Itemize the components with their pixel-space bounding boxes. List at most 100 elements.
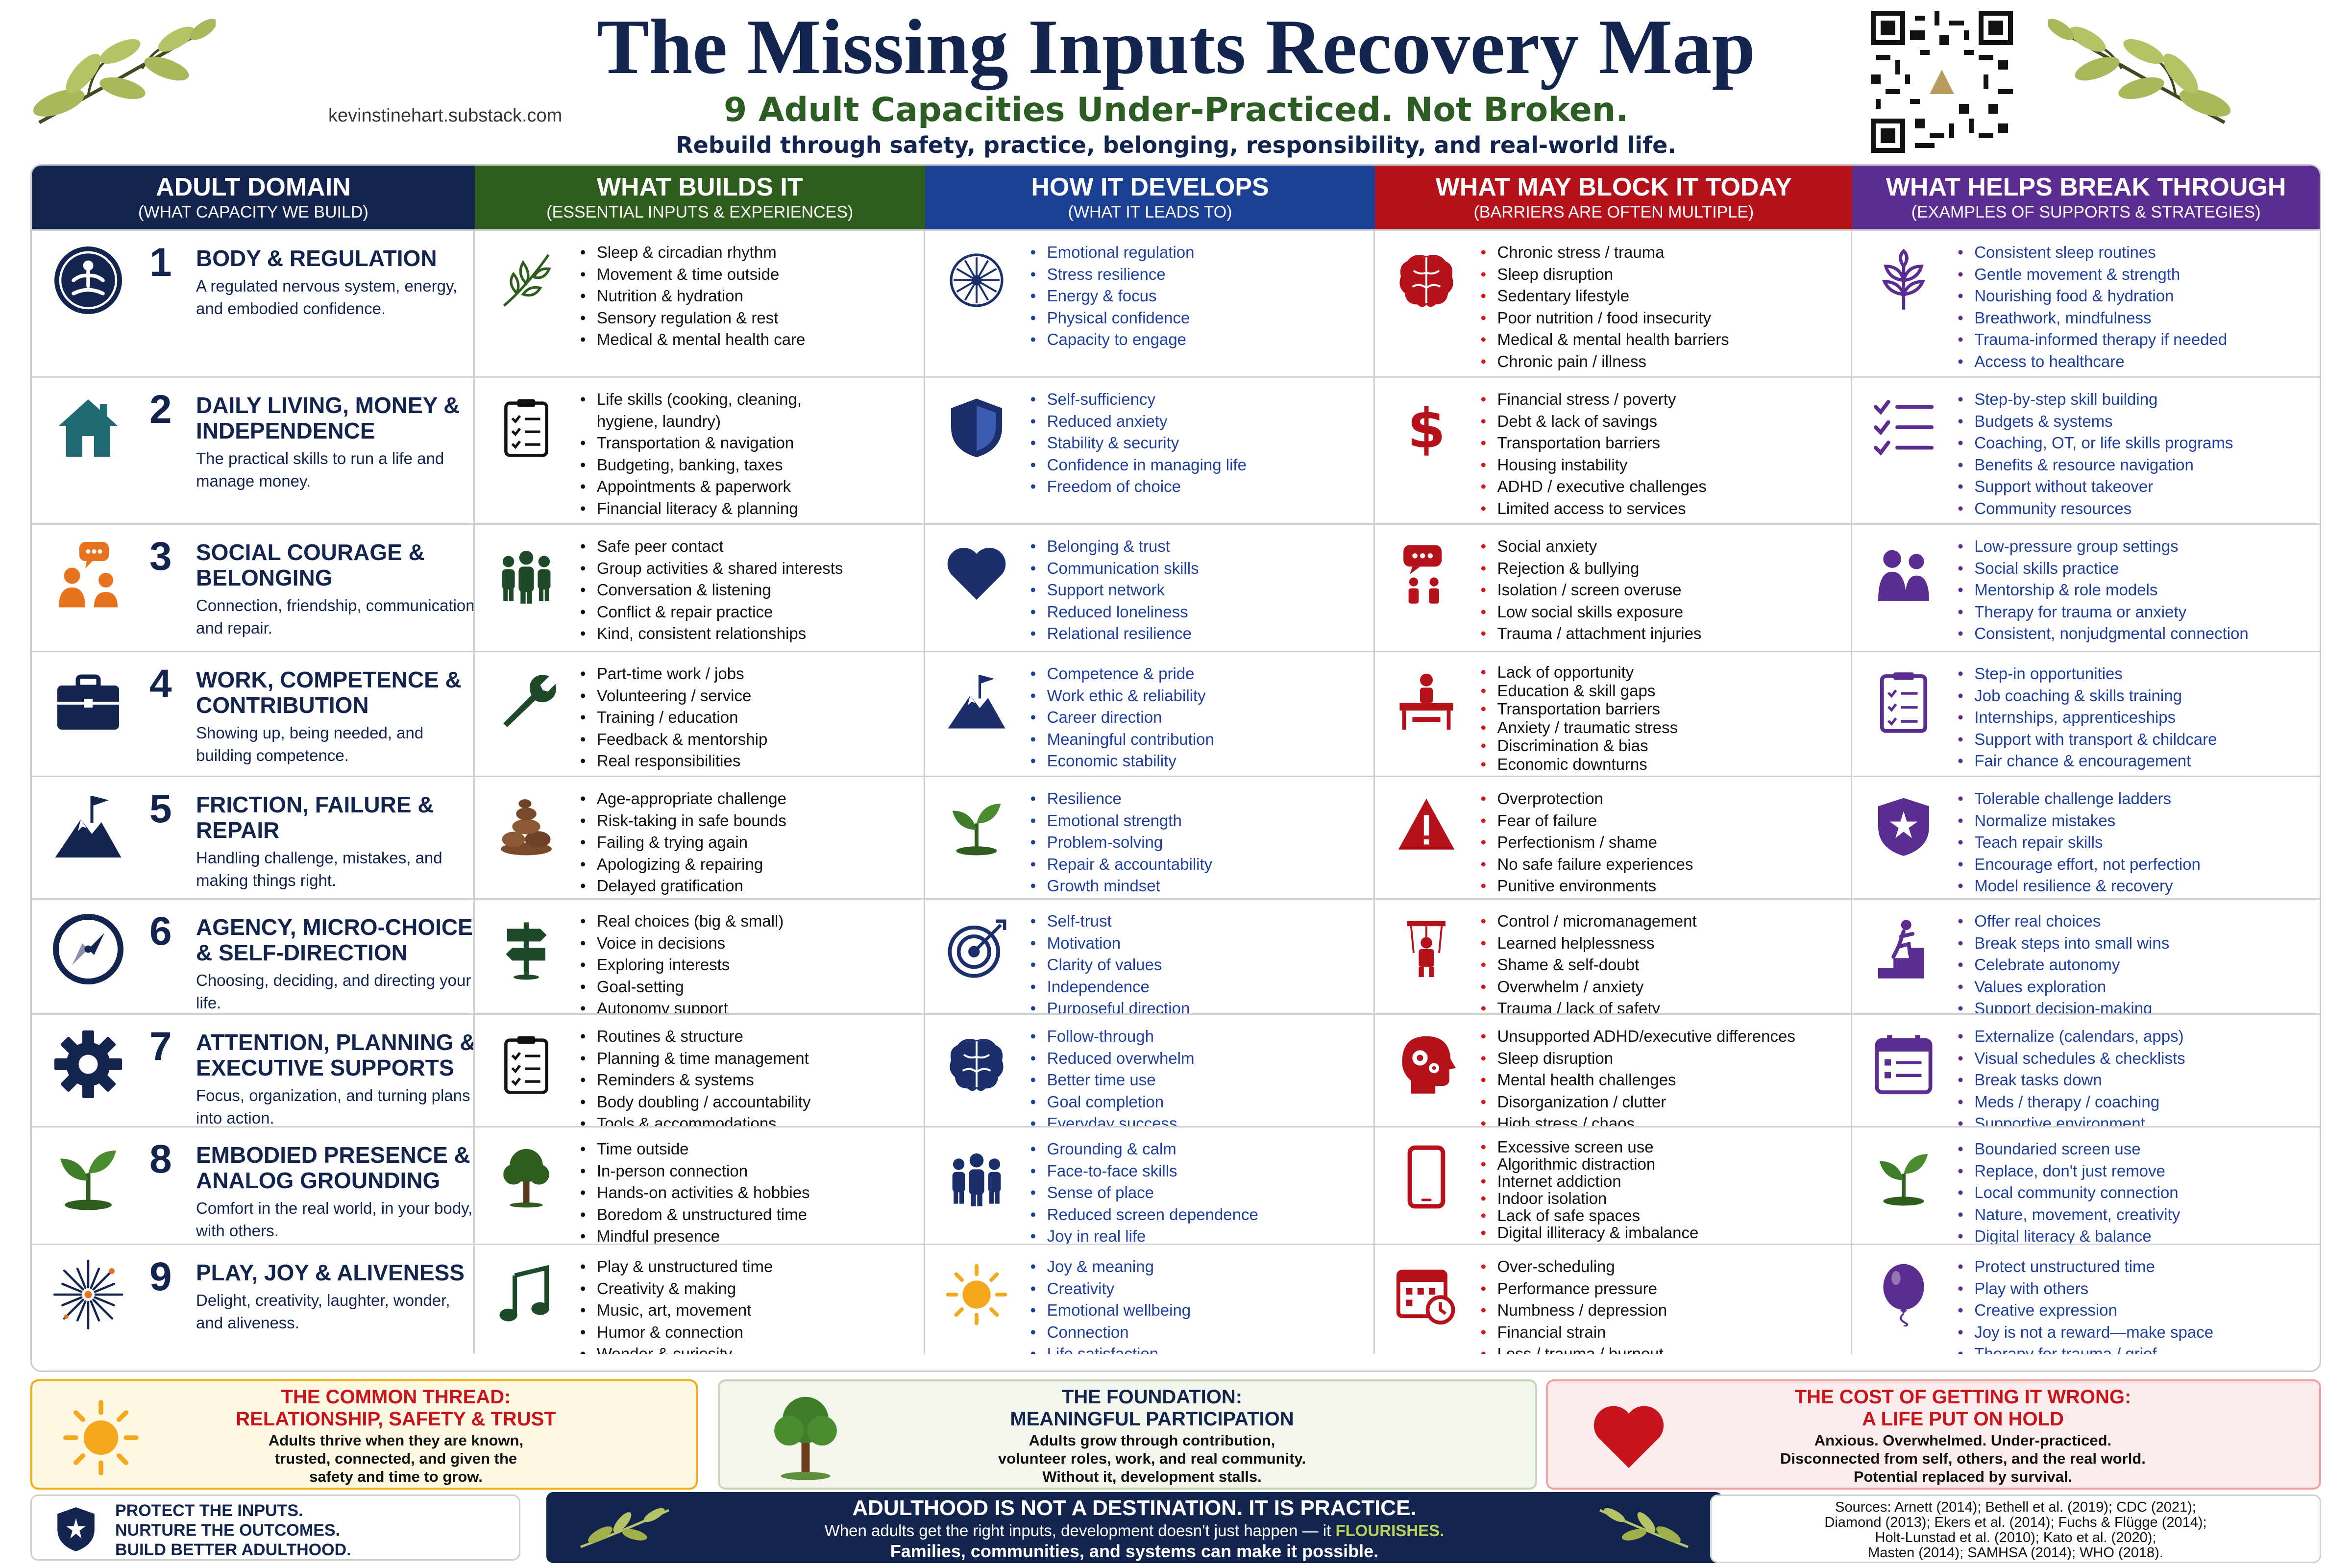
list-item: Autonomy support bbox=[580, 998, 919, 1013]
sprout-icon bbox=[945, 795, 1008, 858]
list-item: Financial stress / poverty bbox=[1480, 389, 1846, 411]
helps-cell: Step-in opportunitiesJob coaching & skil… bbox=[1852, 652, 2320, 776]
list-item: Real choices (big & small) bbox=[580, 910, 919, 932]
develops-cell: Follow-throughReduced overwhelmBetter ti… bbox=[925, 1015, 1375, 1126]
list-item: Tools & accommodations bbox=[580, 1113, 919, 1126]
list-item: Trauma-informed therapy if needed bbox=[1958, 329, 2315, 351]
list-item: Local community connection bbox=[1958, 1182, 2315, 1204]
list-item: Connection bbox=[1030, 1322, 1369, 1344]
list-item: Appointments & paperwork bbox=[580, 476, 919, 498]
helps-list: Low-pressure group settingsSocial skills… bbox=[1958, 536, 2315, 645]
list-item: Economic downturns bbox=[1480, 755, 1846, 774]
list-item: Mentorship & role models bbox=[1958, 579, 2315, 601]
list-item: Capacity to engage bbox=[1030, 329, 1369, 351]
thread-title-1: THE COMMON THREAD: bbox=[281, 1386, 511, 1408]
sources-line-3: Holt-Lunstad et al. (2010); Kato et al. … bbox=[1875, 1530, 2156, 1545]
table-row: 7 ATTENTION, PLANNING & EXECUTIVE SUPPOR… bbox=[32, 1013, 2320, 1126]
music-note-icon bbox=[494, 1263, 558, 1326]
list-item: Life skills (cooking, cleaning, bbox=[580, 389, 919, 411]
list-item: Values exploration bbox=[1958, 976, 2315, 998]
list-item: Support network bbox=[1030, 579, 1369, 601]
col-title: HOW IT DEVELOPS bbox=[1031, 173, 1269, 201]
builds-list: Age-appropriate challengeRisk-taking in … bbox=[580, 788, 919, 897]
list-item: Gentle movement & strength bbox=[1958, 264, 2315, 286]
column-headers: ADULT DOMAIN (WHAT CAPACITY WE BUILD) WH… bbox=[32, 166, 2320, 229]
list-item: Transportation & navigation bbox=[580, 432, 919, 454]
blocks-list: Unsupported ADHD/executive differencesSl… bbox=[1480, 1026, 1846, 1126]
list-item: Therapy for trauma or anxiety bbox=[1958, 601, 2315, 623]
helps-list: Tolerable challenge laddersNormalize mis… bbox=[1958, 788, 2315, 897]
domain-description: Connection, friendship, communication, a… bbox=[196, 596, 475, 637]
list-item: Self-trust bbox=[1030, 910, 1369, 932]
banner-line-2: When adults get the right inputs, develo… bbox=[546, 1521, 1722, 1540]
header: The Missing Inputs Recovery Map kevinsti… bbox=[0, 0, 2352, 159]
thread-body-1: Adults thrive when they are known, bbox=[268, 1432, 524, 1449]
list-item: Joy & meaning bbox=[1030, 1256, 1369, 1278]
list-item: Internet addiction bbox=[1480, 1173, 1846, 1190]
list-item: Trauma / lack of safety bbox=[1480, 998, 1846, 1013]
col-subtitle: (WHAT IT LEADS TO) bbox=[1068, 203, 1232, 221]
list-item: Disorganization / clutter bbox=[1480, 1091, 1846, 1113]
list-item: Model resilience & recovery bbox=[1958, 875, 2315, 897]
domain-cell: 9 PLAY, JOY & ALIVENESS Delight, creativ… bbox=[32, 1245, 475, 1354]
list-item: hygiene, laundry) bbox=[596, 412, 721, 430]
list-item: Volunteering / service bbox=[580, 685, 919, 707]
domain-title: PLAY, JOY & ALIVENESS bbox=[196, 1260, 465, 1285]
list-item: Job coaching & skills training bbox=[1958, 685, 2315, 707]
builds-list: Sleep & circadian rhythmMovement & time … bbox=[580, 242, 919, 351]
list-item: Mindful presence bbox=[580, 1225, 919, 1244]
builds-cell: Life skills (cooking, cleaning,hygiene, … bbox=[475, 378, 925, 523]
develops-cell: ResilienceEmotional strengthProblem-solv… bbox=[925, 777, 1375, 898]
qr-code-icon[interactable] bbox=[1871, 11, 2013, 153]
list-item: Normalize mistakes bbox=[1958, 810, 2315, 832]
list-item: Over-scheduling bbox=[1480, 1256, 1846, 1278]
website-link[interactable]: kevinstinehart.substack.com bbox=[328, 105, 563, 126]
helps-cell: Tolerable challenge laddersNormalize mis… bbox=[1852, 777, 2320, 898]
list-item: High stress / chaos bbox=[1480, 1113, 1846, 1126]
tree-icon bbox=[774, 1396, 837, 1480]
sun-icon bbox=[63, 1400, 139, 1475]
domain-description: The practical skills to run a life and m… bbox=[196, 449, 444, 490]
common-thread-box: THE COMMON THREAD: RELATIONSHIP, SAFETY … bbox=[30, 1379, 698, 1490]
house-icon bbox=[51, 391, 125, 464]
list-item: Digital illiteracy & imbalance bbox=[1480, 1224, 1846, 1241]
blocks-list: Excessive screen useAlgorithmic distract… bbox=[1480, 1138, 1846, 1241]
calendar-list-icon bbox=[1872, 1032, 1936, 1096]
branch-icon bbox=[1599, 1508, 1689, 1548]
list-item: Chronic stress / trauma bbox=[1480, 242, 1846, 264]
blocks-list: Over-schedulingPerformance pressureNumbn… bbox=[1480, 1256, 1846, 1354]
list-item: Anxiety / traumatic stress bbox=[1480, 718, 1846, 737]
builds-list: Life skills (cooking, cleaning,hygiene, … bbox=[580, 389, 919, 519]
helps-list: Externalize (calendars, apps)Visual sche… bbox=[1958, 1026, 2315, 1126]
develops-cell: Self-sufficiencyReduced anxietyStability… bbox=[925, 378, 1375, 523]
domain-description: Handling challenge, mistakes, and making… bbox=[196, 849, 442, 889]
list-item: Goal-setting bbox=[580, 976, 919, 998]
blocks-cell: $Financial stress / povertyDebt & lack o… bbox=[1375, 378, 1853, 523]
shield-star-icon bbox=[1872, 795, 1936, 858]
list-item: Reduced screen dependence bbox=[1030, 1204, 1369, 1226]
blocks-cell: Lack of opportunityEducation & skill gap… bbox=[1375, 652, 1853, 776]
cost-title-1: THE COST OF GETTING IT WRONG: bbox=[1794, 1386, 2132, 1408]
page-tagline: Rebuild through safety, practice, belong… bbox=[676, 132, 1676, 158]
blocks-cell: Chronic stress / traumaSleep disruptionS… bbox=[1375, 231, 1853, 376]
develops-list: Competence & prideWork ethic & reliabili… bbox=[1030, 663, 1369, 772]
blocks-cell: OverprotectionFear of failurePerfectioni… bbox=[1375, 777, 1853, 898]
balloon-icon bbox=[1872, 1263, 1936, 1327]
domain-description: Showing up, being needed, and building c… bbox=[196, 724, 424, 764]
develops-list: Follow-throughReduced overwhelmBetter ti… bbox=[1030, 1026, 1369, 1126]
list-item: Time outside bbox=[580, 1138, 919, 1160]
list-item: Planning & time management bbox=[580, 1048, 919, 1070]
list-item: Budgets & systems bbox=[1958, 411, 2315, 433]
domain-title: ATTENTION, PLANNING & EXECUTIVE SUPPORTS bbox=[196, 1029, 475, 1080]
sun-icon bbox=[945, 1263, 1008, 1326]
list-item: Boundaried screen use bbox=[1958, 1138, 2315, 1160]
leaf-sprig-icon bbox=[494, 248, 558, 312]
list-item: Competence & pride bbox=[1030, 663, 1369, 685]
builds-cell: Safe peer contactGroup activities & shar… bbox=[475, 525, 925, 651]
list-item: Emotional wellbeing bbox=[1030, 1299, 1369, 1322]
list-item: Control / micromanagement bbox=[1480, 910, 1846, 932]
list-item: Communication skills bbox=[1030, 558, 1369, 580]
list-item: Sensory regulation & rest bbox=[580, 307, 919, 329]
list-item: Chronic pain / illness bbox=[1480, 351, 1846, 373]
cost-body-1: Anxious. Overwhelmed. Under-practiced. bbox=[1814, 1432, 2112, 1449]
